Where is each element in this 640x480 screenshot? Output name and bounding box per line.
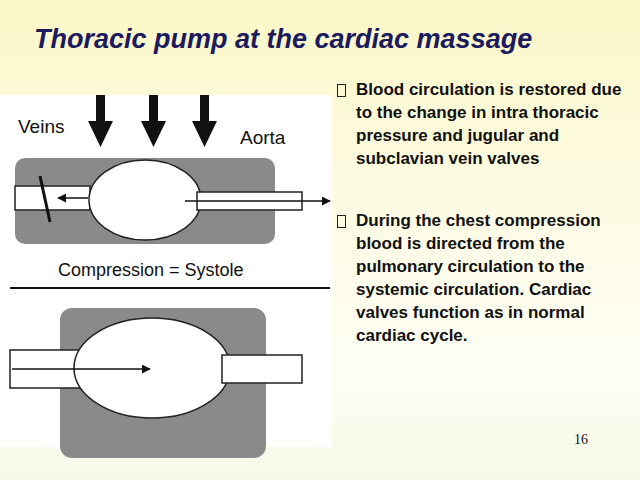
vein-valve: [40, 176, 50, 222]
vein-arrow: [58, 197, 88, 199]
heart-ellipse: [74, 318, 230, 418]
aorta-tube: [222, 355, 302, 383]
page-number: 16: [574, 432, 588, 448]
part-label: Aorta: [240, 127, 285, 149]
compression-arrows: [88, 95, 217, 147]
divider-line: [10, 287, 330, 289]
slide-title: Thoracic pump at the cardiac massage: [34, 24, 532, 55]
bullet-mark: [337, 215, 346, 228]
bullet-mark: [337, 84, 346, 97]
heart-ellipse: [89, 160, 201, 240]
picture-ground: [0, 95, 332, 447]
part-label: Veins: [18, 116, 64, 138]
phase-label: Compression = Systole: [58, 260, 244, 281]
bullet-text: During the chest compression blood is di…: [356, 209, 636, 347]
bullet-text: Blood circulation is restored due to the…: [356, 78, 636, 170]
aorta-arrow: [185, 200, 330, 202]
vein-tube: [15, 186, 90, 210]
vein-arrow: [12, 368, 150, 370]
